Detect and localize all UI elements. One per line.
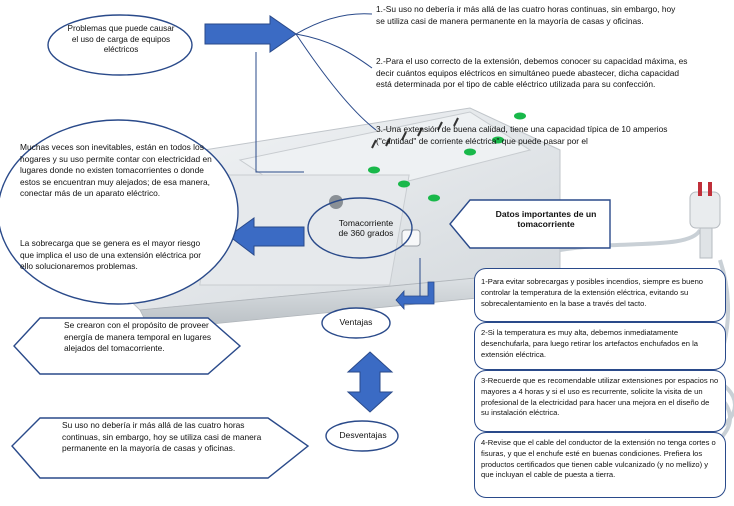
ventajas-shape [13,317,242,375]
double-arrow-icon [346,351,394,413]
desventajas-oval-shape [325,420,399,452]
center-label: Tomacorriente de 360 grados [338,218,394,238]
desventajas-label: Desventajas [339,430,387,440]
datos-shape [449,199,611,249]
left-paragraph-2: La sobrecarga que se genera es el mayor … [20,238,202,272]
tip-text-3: 3-Recuerde que es recomendable utilizar … [481,376,719,418]
problems-bubble-text: Problemas que puede causar el uso de car… [67,24,175,55]
right-note-1: 1.-Su uso no debería ir más allá de las … [376,4,676,26]
tip-text-2: 2-Si la temperatura es muy alta, debemos… [481,328,698,359]
desventajas-text: Su uso no debería ir más allá de las cua… [62,420,262,454]
tip-text-1: 1-Para evitar sobrecargas y posibles inc… [481,277,704,308]
left-paragraph-1: Muchas veces son inevitables, están en t… [20,142,212,199]
problems-bubble-shape [47,14,193,76]
plug-icon [689,182,721,259]
receptacle-slots [371,117,459,149]
arrow-right-icon [204,15,297,53]
tip-box-4: 4-Revise que el cable del conductor de l… [474,432,726,498]
tip-box-3: 3-Recuerde que es recomendable utilizar … [474,370,726,432]
tip-box-2: 2-Si la temperatura es muy alta, debemos… [474,322,726,370]
tip-text-4: 4-Revise que el cable del conductor de l… [481,438,716,480]
desventajas-shape [11,417,310,479]
ventajas-label: Ventajas [339,317,373,327]
ventajas-oval-shape [321,307,391,339]
right-note-3: 3.-Una extensión de buena calidad, tiene… [376,124,668,146]
left-ellipse-shape [0,119,239,305]
arrow-left-icon [228,217,305,257]
tip-box-1: 1-Para evitar sobrecargas y posibles inc… [474,268,726,322]
datos-label: Datos importantes de un tomacorriente [495,209,597,229]
center-oval-shape [307,197,413,259]
arrow-small-icon [395,281,435,311]
indicator-leds [368,112,526,202]
right-note-2: 2.-Para el uso correcto de la extensión,… [376,56,688,90]
ventajas-text: Se crearon con el propósito de proveer e… [64,320,212,354]
